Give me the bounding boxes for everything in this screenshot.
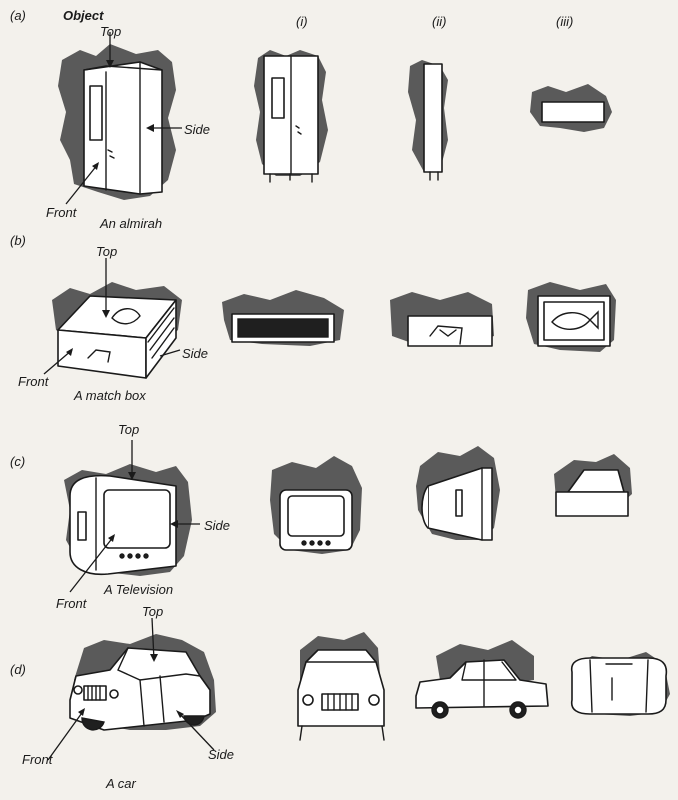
television-view-top — [554, 454, 632, 517]
header-object: Object — [63, 8, 104, 23]
row-d-tag: (d) — [10, 662, 26, 677]
row-c-caption: A Television — [104, 582, 174, 597]
car-view-top — [570, 652, 670, 716]
almirah-view-top — [530, 84, 612, 132]
almirah-object-figure — [58, 32, 182, 205]
row-d-front-label: Front — [22, 752, 53, 767]
matchbox-view-front — [222, 290, 344, 346]
matchbox-object-figure — [43, 258, 182, 379]
row-c-top-label: Top — [118, 422, 140, 437]
car-view-front — [297, 632, 385, 741]
row-d-top-label: Top — [142, 604, 164, 619]
row-b-top-label: Top — [96, 244, 118, 259]
almirah-view-side — [408, 60, 448, 181]
car-object-figure — [47, 617, 216, 761]
matchbox-view-top — [526, 282, 616, 352]
row-a-top-label: Top — [100, 24, 122, 39]
row-a-tag: (a) — [10, 8, 26, 23]
row-c-side-label: Side — [204, 518, 231, 533]
almirah-view-front — [254, 50, 328, 183]
header-view-3: (iii) — [556, 14, 574, 29]
matchbox-view-side — [390, 292, 494, 347]
row-a-side-label: Side — [184, 122, 211, 137]
row-a-front-label: Front — [46, 205, 77, 220]
television-view-side — [416, 446, 500, 541]
row-b-tag: (b) — [10, 233, 26, 248]
car-view-side — [415, 640, 549, 719]
row-b-caption: A match box — [74, 388, 146, 403]
row-a-caption: An almirah — [100, 216, 163, 231]
row-c-tag: (c) — [10, 454, 26, 469]
header-view-2: (ii) — [432, 14, 447, 29]
row-d-side-label: Side — [208, 747, 235, 762]
header-view-1: (i) — [296, 14, 308, 29]
television-view-front — [270, 456, 362, 554]
row-c-front-label: Front — [56, 596, 87, 611]
row-b-front-label: Front — [18, 374, 49, 389]
row-b-side-label: Side — [182, 346, 209, 361]
row-d-caption: A car — [106, 776, 136, 791]
television-object-figure — [64, 440, 200, 593]
